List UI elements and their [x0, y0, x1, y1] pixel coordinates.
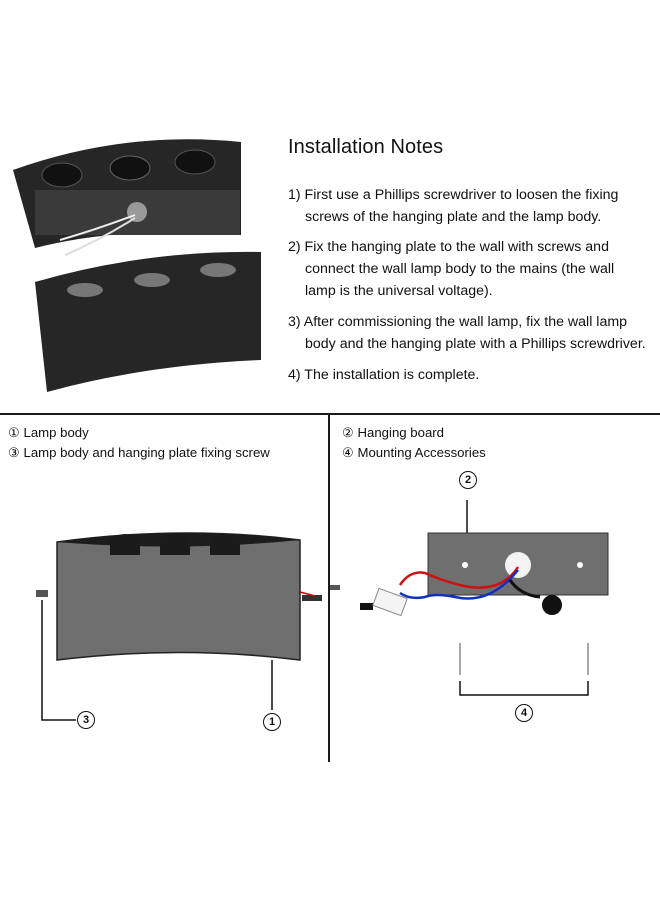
- step-4-line-1: 4) The installation is complete.: [288, 367, 480, 383]
- step-3: 3) After commissioning the wall lamp, fi…: [288, 311, 648, 355]
- hanging-board-diagram: [330, 500, 609, 696]
- step-1-line-2: screws of the hanging plate and the lamp…: [305, 209, 602, 225]
- legend-hanging-board: ② Hanging board: [342, 425, 445, 440]
- step-1-line-1: 1) First use a Phillips screwdriver to l…: [288, 187, 619, 203]
- legend-fixing-screw: ③ Lamp body and hanging plate fixing scr…: [8, 445, 270, 460]
- step-3-line-1: 3) After commissioning the wall lamp, fi…: [288, 314, 628, 330]
- step-1: 1) First use a Phillips screwdriver to l…: [288, 184, 648, 228]
- step-2-line-2: connect the wall lamp body to the mains …: [305, 261, 615, 277]
- step-4: 4) The installation is complete.: [288, 364, 648, 386]
- installation-title: Installation Notes: [288, 136, 444, 158]
- callout-2: 2: [459, 471, 477, 489]
- vertical-divider: [328, 414, 330, 762]
- step-2-line-1: 2) Fix the hanging plate to the wall wit…: [288, 239, 609, 255]
- legend-lamp-body: ① Lamp body: [8, 425, 89, 440]
- lamp-photo: [13, 139, 261, 392]
- horizontal-divider: [0, 413, 660, 415]
- step-2: 2) Fix the hanging plate to the wall wit…: [288, 236, 648, 302]
- callout-4: 4: [515, 704, 533, 722]
- callout-1: 1: [263, 713, 281, 731]
- legend-mounting-accessories: ④ Mounting Accessories: [342, 445, 486, 460]
- step-3-line-2: body and the hanging plate with a Philli…: [305, 336, 646, 352]
- callout-3: 3: [77, 711, 95, 729]
- lamp-body-diagram: [36, 532, 322, 721]
- step-2-line-3: lamp is the universal voltage).: [305, 283, 493, 299]
